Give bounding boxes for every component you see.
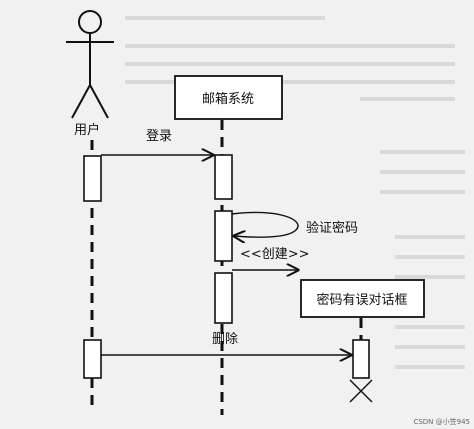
watermark: CSDN @小笠945 xyxy=(413,417,470,426)
error-dialog-label: 密码有误对话框 xyxy=(316,292,407,308)
background-text-lines xyxy=(125,16,465,369)
system-activation-verify xyxy=(214,210,233,262)
verify-self-arrow xyxy=(231,211,299,237)
mail-system-box xyxy=(174,75,283,120)
system-activation-login xyxy=(214,154,233,200)
verify-label: 验证密码 xyxy=(306,220,358,236)
actor-stick-figure-icon xyxy=(66,10,114,119)
error-dialog-box xyxy=(300,279,425,318)
actor-activation-login xyxy=(83,155,102,202)
create-label: <<创建>> xyxy=(240,247,310,262)
actor-label: 用户 xyxy=(74,122,100,138)
mail-system-label: 邮箱系统 xyxy=(202,91,254,107)
destroy-x-icon xyxy=(349,379,373,403)
dialog-activation xyxy=(352,339,370,379)
system-activation-create xyxy=(214,272,233,324)
delete-label: 删除 xyxy=(212,332,238,347)
actor-activation-delete xyxy=(83,339,102,379)
login-label: 登录 xyxy=(146,129,172,144)
